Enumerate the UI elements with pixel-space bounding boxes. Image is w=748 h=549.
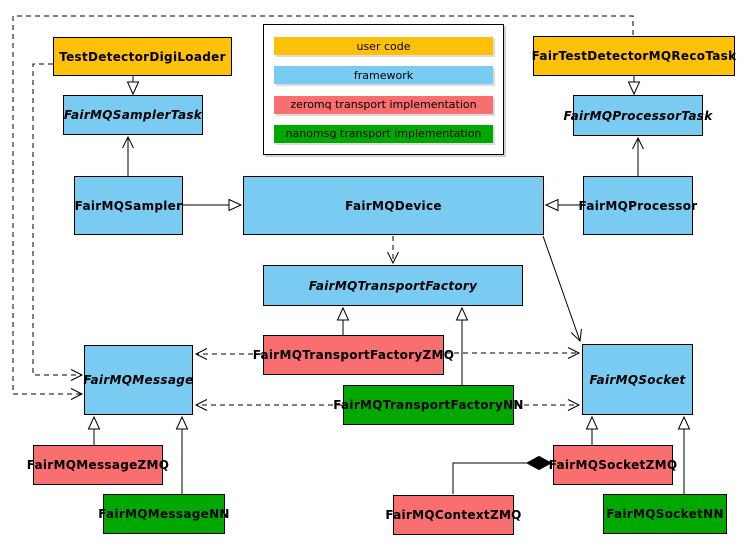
- node-fairmqsocketnn: FairMQSocketNN: [603, 494, 727, 534]
- legend-label: zeromq transport implementation: [290, 98, 477, 112]
- edge-contextzmq-socketzmq: [452, 463, 551, 494]
- node-label: FairTestDetectorMQRecoTask: [531, 49, 737, 63]
- node-label: FairMQSocketZMQ: [548, 458, 678, 472]
- node-label: FairMQTransportFactoryNN: [333, 398, 524, 412]
- node-fairmqmessage: FairMQMessage: [83, 345, 194, 415]
- node-fairmqtransportfactoryzmq: FairMQTransportFactoryZMQ: [253, 335, 454, 375]
- node-fairmqtransportfactorynn: FairMQTransportFactoryNN: [333, 385, 523, 425]
- node-testdetectordigiloader: TestDetectorDigiLoader: [53, 37, 232, 76]
- node-fairmqsamplertask: FairMQSamplerTask: [63, 95, 203, 135]
- legend-label: framework: [353, 68, 414, 82]
- legend-item-framework: framework: [274, 66, 493, 85]
- node-label: FairMQMessageNN: [98, 507, 230, 521]
- node-fairmqsocketzmq: FairMQSocketZMQ: [549, 445, 677, 485]
- node-label: FairMQSocketNN: [606, 507, 724, 521]
- node-fairmqtransportfactory: FairMQTransportFactory: [263, 265, 523, 306]
- node-fairmqmessagenn: FairMQMessageNN: [98, 494, 229, 534]
- legend-item-user-code: user code: [274, 37, 493, 55]
- legend-item-nanomsg: nanomsg transport implementation: [274, 124, 493, 143]
- node-label: TestDetectorDigiLoader: [59, 49, 226, 64]
- node-label: FairMQSamplerTask: [63, 108, 203, 122]
- node-fairmqsampler: FairMQSampler: [74, 176, 183, 235]
- node-label: FairMQProcessorTask: [563, 108, 713, 123]
- node-label: FairMQTransportFactory: [308, 278, 478, 293]
- legend-item-zeromq: zeromq transport implementation: [274, 95, 493, 114]
- node-label: FairMQMessageZMQ: [26, 458, 170, 472]
- node-fairmqdevice: FairMQDevice: [243, 176, 544, 235]
- edge-digiloader-message: [32, 63, 84, 381]
- node-fairmqprocessor: FairMQProcessor: [579, 176, 697, 235]
- node-fairmqsocket: FairMQSocket: [582, 344, 693, 415]
- legend-label: nanomsg transport implementation: [285, 127, 482, 141]
- edge-recotask-message: [12, 15, 634, 400]
- legend-label: user code: [356, 39, 411, 53]
- legend: user code framework zeromq transport imp…: [263, 24, 504, 155]
- node-label: FairMQDevice: [345, 198, 442, 213]
- node-label: FairMQSocket: [589, 372, 686, 387]
- node-fairtestdetectormqrecotask: FairTestDetectorMQRecoTask: [531, 36, 737, 76]
- node-fairmqcontextzmq: FairMQContextZMQ: [385, 495, 521, 535]
- node-fairmqprocessortask: FairMQProcessorTask: [563, 95, 712, 136]
- edge-device-socket: [542, 235, 583, 343]
- node-label: FairMQTransportFactoryZMQ: [252, 348, 455, 362]
- node-label: FairMQMessage: [83, 373, 194, 387]
- node-label: FairMQContextZMQ: [385, 508, 522, 522]
- node-fairmqmessagezmq: FairMQMessageZMQ: [27, 445, 169, 485]
- node-label: FairMQProcessor: [578, 198, 698, 213]
- node-label: FairMQSampler: [74, 198, 183, 213]
